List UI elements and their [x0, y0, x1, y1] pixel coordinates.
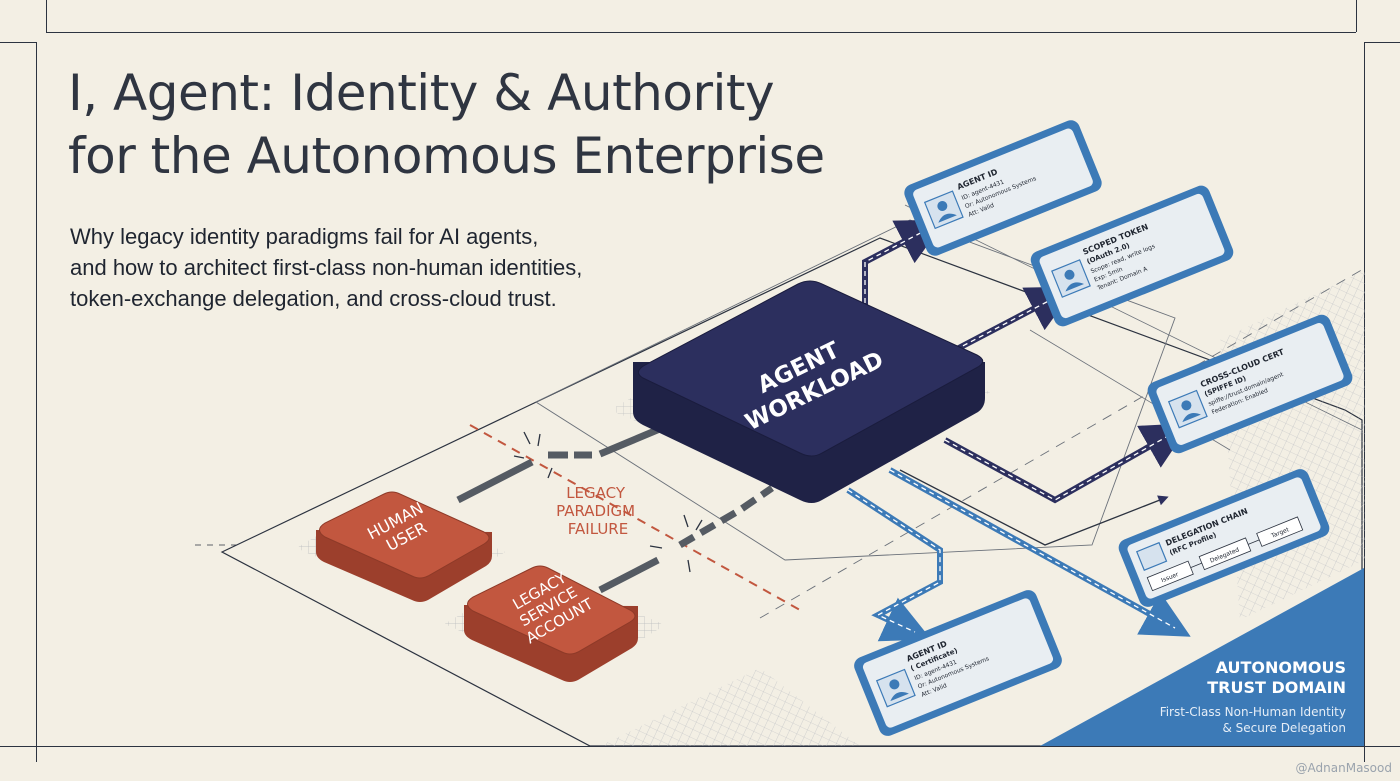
- failure-label-1: LEGACY: [566, 484, 626, 502]
- trust-domain-title-2: TRUST DOMAIN: [1207, 678, 1346, 697]
- agent-id-card: AGENT ID ID: agent-4431 Or: Autonomous S…: [904, 120, 1102, 256]
- inner-platform: [535, 219, 1176, 561]
- failure-label-3: FAILURE: [568, 520, 628, 538]
- frame-right-tick: [1364, 42, 1400, 43]
- frame-left-tick: [0, 42, 36, 43]
- arrow-to-agent-id-cert: [846, 487, 943, 642]
- frame-br-tick: [1364, 746, 1400, 747]
- agent-workload-block: AGENT WORKLOAD: [610, 280, 990, 503]
- agent-id-certificate-card: AGENT ID ( Certificate) ID: agent-4431 O…: [854, 590, 1062, 736]
- frame-tl-tick: [46, 0, 47, 32]
- watermark: @AdnanMasood: [1295, 761, 1392, 775]
- legacy-service-account-block: LEGACY SERVICE ACCOUNT: [444, 565, 665, 682]
- trust-domain-sub-1: First-Class Non-Human Identity: [1159, 705, 1346, 719]
- trust-domain-title-1: AUTONOMOUS: [1215, 658, 1346, 677]
- cross-cloud-cert-card: CROSS-CLOUD CERT (SPIFFE ID) spiffe://tr…: [1147, 314, 1353, 454]
- page-title: I, Agent: Identity & Authority for the A…: [68, 62, 825, 188]
- title-line-1: I, Agent: Identity & Authority: [68, 64, 775, 122]
- svg-text:LEGACY PARADIGM FAILUR: LEGACY PARADIGM FAILURE: [556, 484, 640, 538]
- trust-domain-panel: [1040, 568, 1364, 746]
- hatched-area-bottom: [600, 668, 860, 746]
- frame-tr-tick: [1356, 0, 1357, 32]
- failure-label-2: PARADIGM: [556, 502, 635, 520]
- human-user-block: HUMAN USER: [296, 491, 505, 602]
- subtitle-line-3: token-exchange delegation, and cross-clo…: [70, 286, 557, 311]
- title-line-2: for the Autonomous Enterprise: [68, 127, 825, 185]
- human-connector: [456, 458, 534, 504]
- frame-bl-tick: [0, 746, 34, 747]
- arrow-to-cross-cloud-cert: [943, 423, 1191, 504]
- subtitle-line-1: Why legacy identity paradigms fail for A…: [70, 224, 539, 249]
- frame-top-line: [46, 32, 1356, 33]
- trust-domain-label: AUTONOMOUS TRUST DOMAIN First-Class Non-…: [1160, 658, 1346, 736]
- scoped-token-card: SCOPED TOKEN (OAuth 2.0) Scope: read, wr…: [1030, 185, 1234, 327]
- arrow-to-delegation-chain: [899, 469, 1169, 546]
- page-subtitle: Why legacy identity paradigms fail for A…: [70, 221, 582, 314]
- delegation-chain-card: DELEGATION CHAIN (RFC Profile) Issuer De…: [1118, 469, 1330, 607]
- frame-left-line: [36, 42, 37, 762]
- legacy-connector: [598, 556, 660, 594]
- subtitle-line-2: and how to architect first-class non-hum…: [70, 255, 583, 280]
- trust-domain-sub-2: & Secure Delegation: [1222, 721, 1346, 735]
